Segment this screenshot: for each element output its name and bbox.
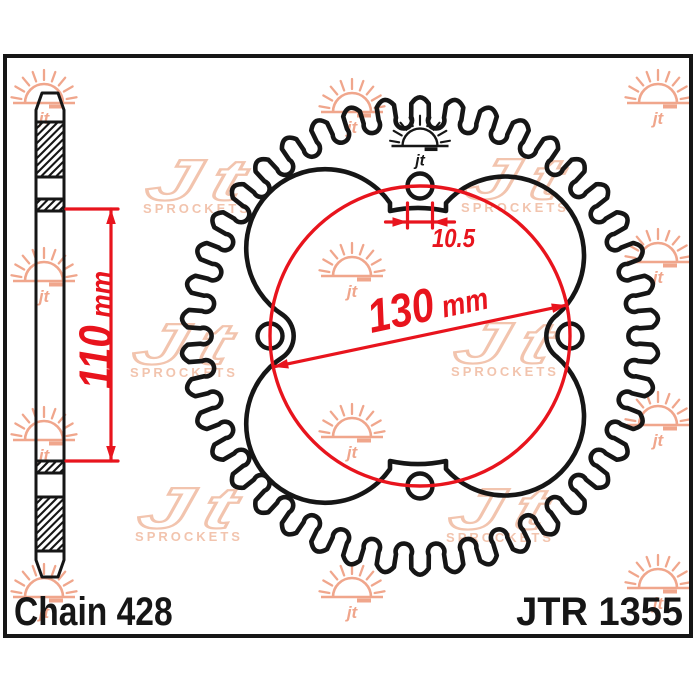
sun-rays-icon [318, 77, 386, 110]
watermark-logo-sub-text: SPROCKETS [130, 365, 238, 380]
watermark-logo-main-text: Jt [140, 147, 264, 212]
gear-teeth-outline [179, 95, 661, 577]
sun-jt-text: jt [651, 109, 665, 128]
sun-rays-icon [389, 114, 451, 144]
side-view-plain-section [34, 175, 66, 201]
dim-110-arrow-up [106, 209, 116, 224]
watermark-sun-icon: jt [624, 227, 692, 287]
dim-10-5-arrow-right [392, 217, 408, 227]
watermark-sun-icon: jt [318, 241, 386, 301]
jt-sun-logo-icon: jt [389, 114, 451, 169]
watermark-sun-icon: jt [318, 562, 386, 622]
hole-dimension-label: 10.5 [432, 224, 476, 253]
sun-rays-icon [624, 553, 692, 586]
watermark-sun-icon: jt [624, 390, 692, 450]
dim-10-5-arrow-left [432, 217, 448, 227]
watermark-logo-main-text: Jt [127, 311, 251, 376]
hub-cutout-outline [243, 166, 587, 506]
watermark-logo-sub-text: SPROCKETS [135, 529, 243, 544]
watermark-sun-icon: jt [10, 246, 78, 306]
watermark-sun-icon: jt [624, 68, 692, 128]
sun-rays-icon [318, 562, 386, 595]
dim-130-arrow-left [273, 359, 289, 369]
dim-110-text: 110mm [71, 271, 123, 389]
dimension-annotations [64, 184, 572, 488]
sun-jt-text: jt [345, 443, 359, 462]
chain-size-label: Chain 428 [14, 589, 173, 633]
sun-jt-text: jt [345, 282, 359, 301]
side-view-plain-section [34, 471, 66, 499]
dim-130-arrow-right [551, 303, 567, 313]
frame-rect [3, 54, 693, 638]
sun-jt-text: jt [345, 603, 359, 622]
sun-jt-text: jt [651, 594, 665, 613]
sun-rays-icon [10, 68, 78, 101]
watermark-sun-icon: jt [624, 553, 692, 613]
dim-110-arrow-down [106, 446, 116, 461]
sun-rays-icon [10, 246, 78, 279]
side-view-hatch-section [34, 495, 66, 553]
watermark-sun-icon: jt [318, 402, 386, 462]
side-view-tooth-tip [34, 549, 66, 579]
side-view-plain-section [34, 209, 66, 463]
sun-jt-text: jt [413, 152, 425, 169]
sun-rays-icon [318, 402, 386, 435]
sun-rays-icon [10, 405, 78, 438]
sun-rays-icon [624, 227, 692, 260]
part-number-text: JTR 1355 [516, 590, 683, 634]
watermark-logo-sub-text: SPROCKETS [143, 201, 251, 216]
sun-rays-icon [318, 241, 386, 274]
dim-130-line [271, 303, 569, 369]
watermark-logo-main-text: Jt [448, 310, 572, 375]
side-view-hatch-section [34, 459, 66, 475]
border-frame [3, 54, 693, 638]
watermark-sun-icon: jt [10, 562, 78, 622]
side-view-hatch-section [34, 197, 66, 213]
sun-jt-text: jt [37, 603, 51, 622]
jt-sun-logo-icon: jt [389, 114, 451, 169]
sun-jt-text: jt [651, 431, 665, 450]
chain-size-text: Chain 428 [14, 589, 173, 633]
sun-jt-text: jt [37, 287, 51, 306]
watermark-logo-sub-text: SPROCKETS [461, 200, 569, 215]
watermark-sun-icon: jt [10, 405, 78, 465]
side-view-hatch-section [34, 120, 66, 179]
sprocket-side-view [34, 91, 66, 579]
part-number-label: JTR 1355 [516, 590, 683, 634]
dim-10-5-text: 10.5 [432, 224, 476, 253]
sun-rays-icon [10, 562, 78, 595]
length-dimension-label: 110mm [71, 271, 123, 389]
watermark-logo-sub-text: SPROCKETS [451, 364, 559, 379]
watermark-sun-icon: jt [10, 68, 78, 128]
watermark-sun-icon: jt [318, 77, 386, 137]
sun-rays-icon [624, 68, 692, 101]
bolt-circle [268, 184, 572, 488]
